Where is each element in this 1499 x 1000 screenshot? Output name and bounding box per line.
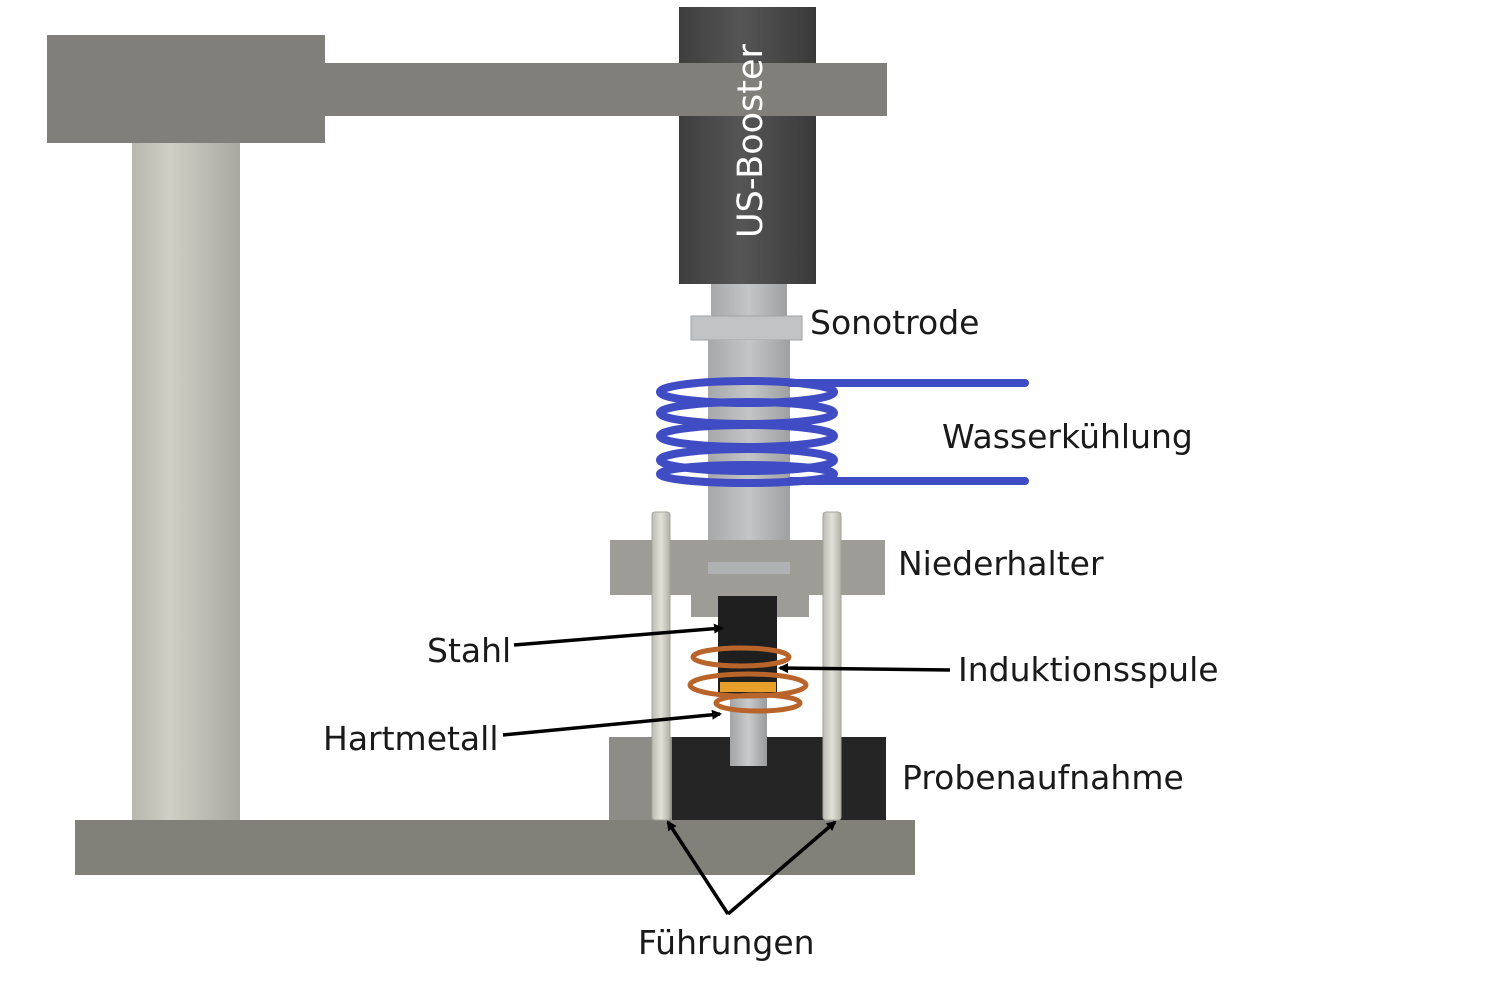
water-cooling-coil bbox=[656, 377, 1029, 487]
wasserkuehlung-label: Wasserkühlung bbox=[942, 417, 1193, 456]
hold-down-body bbox=[610, 540, 885, 617]
booster-clamp bbox=[679, 63, 816, 116]
guide-pins bbox=[651, 511, 842, 821]
cooling-loop-5 bbox=[656, 461, 838, 487]
steel-part bbox=[718, 596, 777, 694]
cooling-loop-4 bbox=[656, 445, 838, 475]
hartmetall-arrow bbox=[502, 709, 722, 737]
stahl-label: Stahl bbox=[427, 631, 511, 670]
base-plate bbox=[75, 820, 915, 875]
hold-down-bore bbox=[708, 562, 790, 574]
callout-arrows bbox=[502, 623, 951, 916]
specimen-mount-body bbox=[672, 737, 886, 820]
frame-top-block bbox=[47, 35, 325, 143]
guide-pin-right bbox=[822, 511, 842, 821]
induction-loop-1 bbox=[690, 645, 792, 669]
guide-pin-left bbox=[651, 511, 671, 821]
hard-metal-part bbox=[730, 694, 767, 766]
booster-body-upper bbox=[679, 7, 816, 63]
fuehrungen-arrow-right bbox=[726, 820, 837, 916]
sonotrode-neck bbox=[711, 284, 787, 316]
sonotrode-flange bbox=[690, 315, 803, 341]
labels: Sonotrode Wasserkühlung Niederhalter Sta… bbox=[323, 303, 1219, 962]
hold-down-plate bbox=[610, 540, 885, 617]
probenaufnahme-label: Probenaufnahme bbox=[902, 758, 1184, 797]
fuehrungen-arrow-left bbox=[666, 820, 730, 915]
induction-coil bbox=[687, 645, 809, 714]
induction-heated-zone bbox=[720, 682, 776, 692]
specimen bbox=[718, 596, 777, 766]
frame-column bbox=[132, 143, 240, 820]
induktionsspule-label: Induktionsspule bbox=[958, 650, 1219, 689]
induction-loop-3 bbox=[713, 692, 803, 714]
hartmetall-label: Hartmetall bbox=[323, 719, 499, 758]
fuehrungen-label: Führungen bbox=[638, 923, 815, 962]
niederhalter-label: Niederhalter bbox=[898, 544, 1104, 583]
stahl-arrow bbox=[513, 623, 724, 647]
us-booster: US-Booster bbox=[679, 7, 816, 284]
induktionsspule-arrow bbox=[778, 663, 951, 674]
us-booster-label: US-Booster bbox=[731, 43, 771, 238]
booster-body-lower bbox=[679, 116, 816, 284]
sonotrode-label: Sonotrode bbox=[810, 303, 979, 342]
